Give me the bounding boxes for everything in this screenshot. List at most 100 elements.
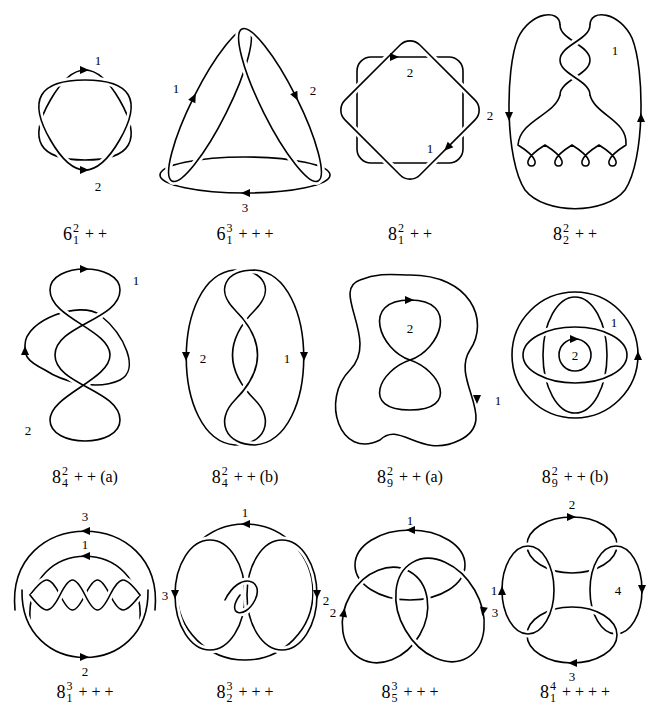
orientation-arrow [638, 585, 646, 594]
strand-gap [509, 15, 641, 209]
index-stack: 21 [398, 222, 404, 246]
sign-sequence: + + [85, 226, 107, 242]
component-number: 2 [25, 424, 32, 437]
component-number: 1 [133, 274, 140, 287]
strand-gap [543, 297, 607, 413]
component-number: 1 [495, 394, 502, 407]
strand-gap [527, 607, 617, 663]
orientation-arrow [339, 607, 348, 617]
link-caption-number: 8 [56, 683, 65, 701]
orientation-arrow [567, 513, 576, 521]
index-stack: 29 [552, 465, 558, 489]
caption-group: 829+ + (a) [377, 465, 443, 489]
orientation-arrow [637, 113, 645, 122]
subscript: 5 [391, 692, 397, 704]
component-number: 1 [82, 538, 89, 551]
component-number: 3 [492, 606, 499, 619]
strand-gap [527, 517, 617, 573]
strand-gap [378, 542, 502, 677]
component-number: 2 [95, 180, 102, 193]
orientation-arrow [241, 189, 250, 197]
caption-group: 835+ + + [381, 680, 438, 704]
orientation-arrow [241, 520, 250, 528]
caption-group: 824 + + (a) [52, 465, 118, 489]
strand-gap [225, 581, 257, 613]
orientation-arrow [505, 112, 513, 121]
link-caption-number: 8 [52, 468, 61, 486]
link-caption-number: 8 [553, 225, 562, 243]
component-number: 2 [200, 352, 207, 365]
orientation-arrow [80, 166, 89, 174]
subscript: 2 [226, 692, 232, 704]
superscript: 2 [552, 465, 558, 477]
orientation-arrow [634, 351, 642, 360]
knot-strand [523, 327, 627, 383]
sign-sequence: + + (a) [74, 469, 118, 485]
orientation-arrow [300, 352, 308, 361]
strand-gap [380, 300, 441, 410]
orientation-arrow [498, 586, 506, 595]
knot-strand [512, 292, 638, 418]
orientation-arrow [290, 91, 301, 103]
strand-gap [325, 552, 444, 679]
knot-strand [527, 517, 617, 573]
subscript: 1 [398, 234, 404, 246]
knot-strand [518, 95, 626, 166]
knot-strand [39, 80, 131, 170]
sign-sequence: + + (b) [564, 469, 609, 485]
orientation-arrow [188, 92, 199, 104]
component-number: 1 [242, 506, 249, 519]
knot-strand [156, 21, 264, 189]
orientation-arrow [390, 53, 399, 61]
component-number: 4 [615, 584, 622, 597]
link-caption-number: 8 [540, 683, 549, 701]
sign-sequence: + + + [78, 684, 113, 700]
sign-sequence: + + + [238, 226, 273, 242]
orientation-arrow [473, 395, 481, 404]
component-number: 2 [572, 349, 579, 362]
subscript: 1 [66, 692, 72, 704]
knot-strand [543, 297, 607, 413]
link-caption-number: 8 [377, 468, 386, 486]
strand-gap [518, 95, 626, 166]
strand-gap [30, 580, 140, 610]
link-caption-number: 8 [388, 225, 397, 243]
index-stack: 32 [226, 680, 232, 704]
orientation-arrow [171, 590, 179, 599]
component-number: 2 [323, 594, 330, 607]
superscript: 3 [391, 680, 397, 692]
caption-group: 829+ + (b) [542, 465, 609, 489]
index-stack: 21 [73, 222, 79, 246]
link-caption-number: 6 [63, 225, 72, 243]
component-number: 1 [491, 584, 498, 597]
knot-strand [15, 531, 156, 610]
strand-gap [560, 25, 590, 95]
component-number: 1 [284, 352, 291, 365]
index-stack: 31 [66, 680, 72, 704]
index-stack: 24 [62, 465, 68, 489]
caption-group: 831 + + + [56, 680, 113, 704]
orientation-arrow [313, 590, 321, 599]
knot-strand [560, 25, 590, 95]
knot-strand [175, 540, 245, 650]
caption-group: 631+ + + [216, 222, 273, 246]
strand-gap [30, 556, 140, 620]
superscript: 2 [563, 222, 569, 234]
knot-strand [527, 607, 617, 663]
index-stack: 35 [391, 680, 397, 704]
knot-strand [335, 35, 485, 185]
subscript: 1 [226, 234, 232, 246]
component-number: 1 [407, 514, 414, 527]
strand-gap [226, 21, 334, 189]
component-number: 1 [95, 54, 102, 67]
superscript: 2 [222, 465, 228, 477]
link-caption-number: 6 [216, 225, 225, 243]
caption-group: 841+ + + + [540, 680, 610, 704]
knot-strand [50, 269, 120, 441]
index-stack: 22 [563, 222, 569, 246]
sign-sequence: + + + [403, 684, 438, 700]
superscript: 2 [387, 465, 393, 477]
sign-sequence: + + [575, 226, 597, 242]
superscript: 3 [226, 680, 232, 692]
